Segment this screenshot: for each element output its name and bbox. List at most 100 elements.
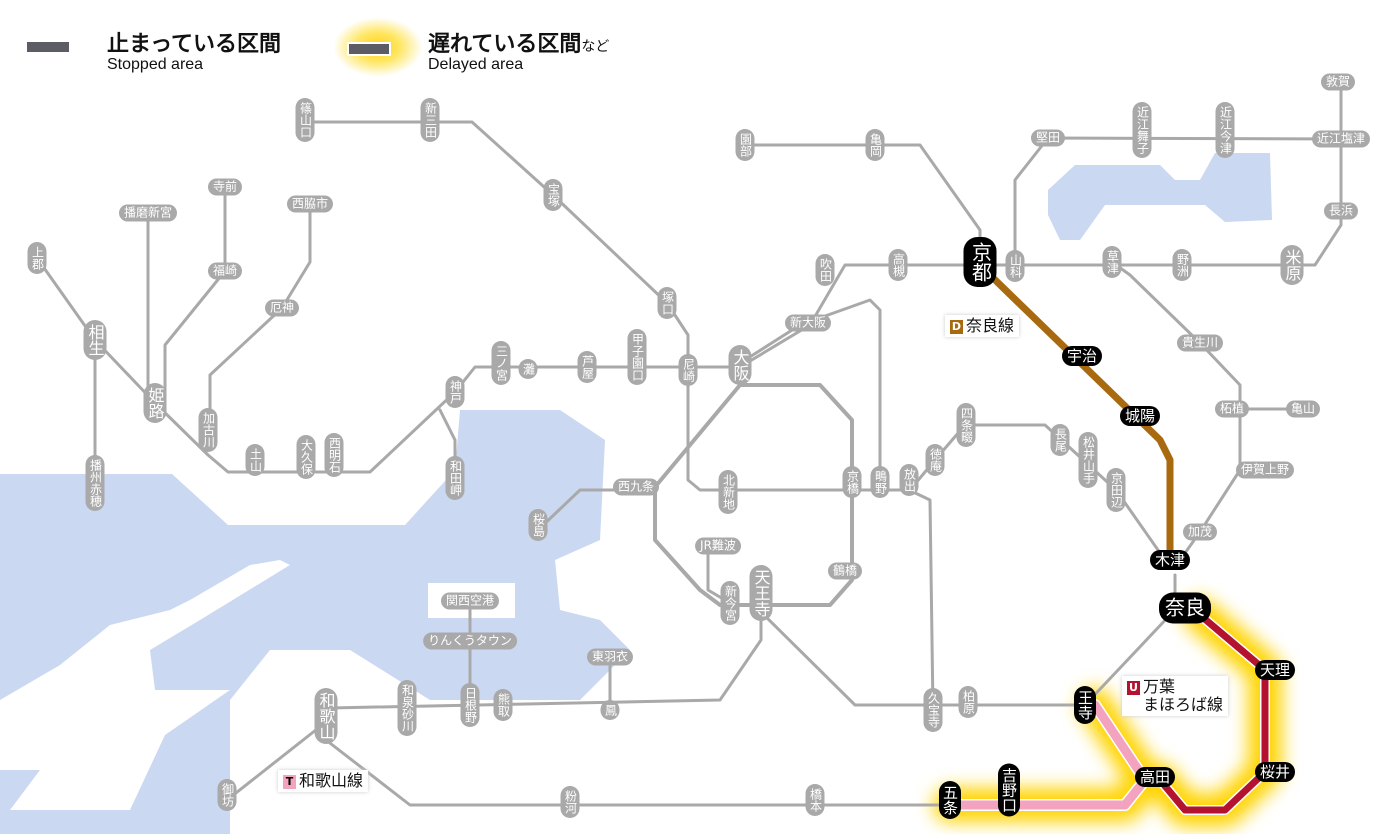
- station-伊賀上野[interactable]: 伊賀上野: [1235, 461, 1295, 479]
- line-fukuchiyama[interactable]: [303, 120, 912, 492]
- station-貴生川[interactable]: 貴生川: [1176, 334, 1224, 352]
- line-kinokuni[interactable]: [225, 720, 328, 802]
- station-和歌山[interactable]: 和歌山: [314, 688, 338, 744]
- station-甲子園口[interactable]: 甲子園口: [627, 329, 647, 385]
- line-kobe[interactable]: [35, 256, 742, 474]
- station-鶴橋[interactable]: 鶴橋: [827, 562, 863, 580]
- station-和田岬[interactable]: 和田岬: [445, 456, 465, 500]
- station-西脇市[interactable]: 西脇市: [286, 195, 334, 213]
- station-堅田[interactable]: 堅田: [1030, 129, 1066, 147]
- station-熊取[interactable]: 熊取: [493, 689, 513, 721]
- station-相生[interactable]: 相生: [83, 320, 107, 360]
- station-篠山口[interactable]: 篠山口: [295, 98, 315, 142]
- station-奈良[interactable]: 奈良: [1159, 592, 1211, 624]
- line-osaka-higashi-n[interactable]: [743, 298, 882, 492]
- station-野洲[interactable]: 野洲: [1172, 249, 1192, 281]
- line-wakayama-west[interactable]: [324, 738, 952, 807]
- station-天理[interactable]: 天理: [1254, 660, 1296, 680]
- line-hanwa[interactable]: [328, 603, 763, 710]
- line-manyo-delayed[interactable]: [1156, 611, 1269, 814]
- station-宝塚[interactable]: 宝塚: [543, 179, 563, 211]
- station-新三田[interactable]: 新三田: [420, 98, 440, 142]
- station-放出[interactable]: 放出: [899, 464, 919, 496]
- station-近江舞子[interactable]: 近江舞子: [1132, 102, 1152, 158]
- station-亀岡[interactable]: 亀岡: [865, 129, 885, 161]
- station-灘[interactable]: 灘: [518, 359, 538, 379]
- station-加古川[interactable]: 加古川: [198, 408, 218, 452]
- station-粉河[interactable]: 粉河: [560, 786, 580, 818]
- station-りんくうタウン[interactable]: りんくうタウン: [423, 632, 517, 650]
- station-和泉砂川[interactable]: 和泉砂川: [397, 680, 417, 736]
- station-王寺[interactable]: 王寺: [1074, 686, 1096, 724]
- station-近江塩津[interactable]: 近江塩津: [1311, 130, 1371, 148]
- station-芦屋[interactable]: 芦屋: [577, 351, 597, 383]
- station-大阪[interactable]: 大阪: [728, 345, 752, 385]
- station-草津[interactable]: 草津: [1102, 246, 1122, 278]
- station-厄神[interactable]: 厄神: [264, 299, 300, 317]
- station-長尾[interactable]: 長尾: [1050, 424, 1070, 456]
- station-桜井[interactable]: 桜井: [1254, 762, 1296, 782]
- station-北新地[interactable]: 北新地: [718, 470, 738, 514]
- station-柘植[interactable]: 柘植: [1214, 400, 1250, 418]
- station-高田[interactable]: 高田: [1134, 767, 1176, 787]
- station-園部[interactable]: 園部: [735, 129, 755, 161]
- station-京田辺[interactable]: 京田辺: [1106, 468, 1126, 512]
- station-御坊[interactable]: 御坊: [217, 779, 237, 811]
- station-近江今津[interactable]: 近江今津: [1215, 102, 1235, 158]
- station-寺前[interactable]: 寺前: [207, 178, 243, 196]
- station-城陽[interactable]: 城陽: [1119, 406, 1161, 426]
- station-敦賀[interactable]: 敦賀: [1320, 73, 1356, 91]
- station-橋本[interactable]: 橋本: [805, 784, 825, 816]
- station-柏原[interactable]: 柏原: [958, 686, 978, 718]
- station-大久保[interactable]: 大久保: [296, 435, 316, 479]
- station-新大阪[interactable]: 新大阪: [784, 314, 832, 332]
- line-osaka-higashi-s[interactable]: [907, 488, 935, 712]
- station-桜島[interactable]: 桜島: [528, 509, 548, 541]
- station-徳庵[interactable]: 徳庵: [925, 444, 945, 476]
- station-東羽衣[interactable]: 東羽衣: [586, 648, 634, 666]
- station-土山[interactable]: 土山: [245, 444, 265, 476]
- station-加茂[interactable]: 加茂: [1182, 523, 1218, 541]
- station-神戸[interactable]: 神戸: [445, 376, 465, 408]
- station-西九条[interactable]: 西九条: [612, 478, 660, 496]
- station-高槻[interactable]: 高槻: [888, 249, 908, 281]
- line-bantan[interactable]: [163, 185, 227, 402]
- station-長浜[interactable]: 長浜: [1323, 202, 1359, 220]
- station-塚口[interactable]: 塚口: [657, 287, 677, 319]
- station-吹田[interactable]: 吹田: [815, 254, 835, 286]
- station-亀山[interactable]: 亀山: [1285, 400, 1321, 418]
- station-鴫野[interactable]: 鴫野: [870, 466, 890, 498]
- station-JR難波[interactable]: JR難波: [695, 537, 741, 555]
- station-宇治[interactable]: 宇治: [1061, 346, 1103, 366]
- station-山科[interactable]: 山科: [1005, 250, 1025, 282]
- line-kyoto[interactable]: [738, 80, 1343, 369]
- station-米原[interactable]: 米原: [1280, 245, 1304, 285]
- station-関西空港[interactable]: 関西空港: [440, 592, 500, 610]
- station-京都[interactable]: 京都: [963, 237, 997, 287]
- station-上郡[interactable]: 上郡: [27, 242, 47, 274]
- station-四条畷[interactable]: 四条畷: [956, 403, 976, 447]
- station-天王寺[interactable]: 天王寺: [749, 565, 773, 621]
- line-kosei[interactable]: [1013, 136, 1343, 268]
- station-鳳[interactable]: 鳳: [600, 700, 620, 720]
- station-三ノ宮[interactable]: 三ノ宮: [491, 341, 511, 385]
- station-京橋[interactable]: 京橋: [842, 466, 862, 498]
- station-西明石[interactable]: 西明石: [324, 433, 344, 477]
- station-吉野口[interactable]: 吉野口: [998, 763, 1020, 817]
- station-日根野[interactable]: 日根野: [460, 683, 480, 727]
- station-播磨新宮[interactable]: 播磨新宮: [118, 204, 178, 222]
- line-loop[interactable]: [653, 383, 854, 607]
- station-尼崎[interactable]: 尼崎: [678, 354, 698, 386]
- station-福崎[interactable]: 福崎: [207, 262, 243, 280]
- station-久宝寺[interactable]: 久宝寺: [923, 688, 943, 732]
- station-新今宮[interactable]: 新今宮: [720, 581, 740, 625]
- line-sagano[interactable]: [743, 143, 982, 264]
- line-wakayama-delayed[interactable]: [945, 700, 1150, 810]
- station-松井山手[interactable]: 松井山手: [1078, 432, 1098, 488]
- station-五条[interactable]: 五条: [939, 781, 961, 819]
- station-播州赤穂[interactable]: 播州赤穂: [85, 455, 105, 511]
- station-木津[interactable]: 木津: [1149, 550, 1191, 570]
